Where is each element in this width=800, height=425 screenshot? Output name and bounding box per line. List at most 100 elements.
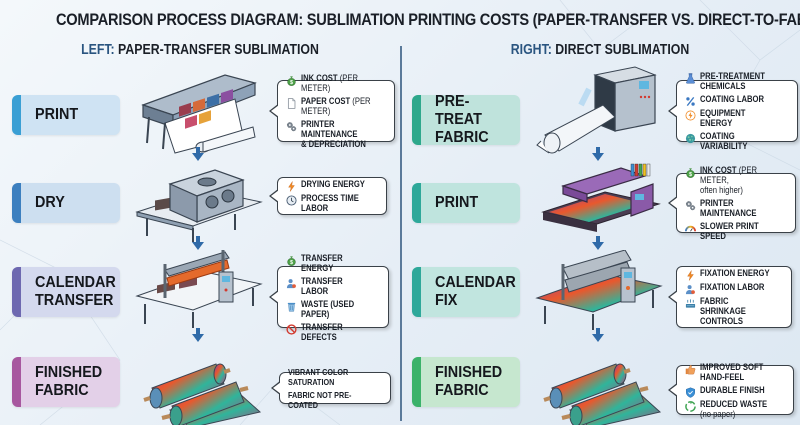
cost-item-note: (no paper) <box>700 408 736 419</box>
cost-item: REDUCED WASTE (no paper) <box>685 399 785 419</box>
shrink-icon <box>685 296 696 308</box>
paper-icon <box>286 96 297 109</box>
cost-item-text: INK COST (PER METER) <box>301 73 373 93</box>
step-label-text: FINISHED FABRIC <box>435 364 503 399</box>
cost-item-label: IMPROVED SOFT HAND-FEEL <box>700 361 764 382</box>
worker-icon <box>286 276 297 288</box>
cost-item-text: WASTE (USED PAPER) <box>301 299 368 319</box>
cost-item-text: DURABLE FINISH <box>700 385 765 395</box>
gears-icon <box>685 198 696 211</box>
cost-item-label: COATING LABOR <box>700 94 765 104</box>
worker-icon <box>685 282 696 295</box>
cost-item-text: PAPER COST (PER METER) <box>301 96 373 116</box>
step-label-text: CALENDAR FIX <box>435 274 516 309</box>
money-bag-icon: $ <box>286 73 297 86</box>
cost-item-label: DRYING ENERGY <box>301 179 365 189</box>
step-label-2: DRY <box>12 183 120 223</box>
cost-item: EQUIPMENT ENERGY <box>685 108 789 128</box>
cost-item-label: PAPER COST <box>301 96 351 106</box>
step-label-text: PRE-TREAT FABRIC <box>435 95 489 145</box>
cost-item-label: PROCESS TIME LABOR <box>301 193 359 213</box>
cost-item-text: COATING LABOR <box>700 94 764 104</box>
cost-item-label: TRANSFER LABOR <box>301 275 343 296</box>
trash-icon <box>286 299 297 311</box>
cost-item-label: WASTE (USED PAPER) <box>301 298 355 319</box>
cost-item: PRINTER MAINTENANCE & DEPRECIATION <box>286 119 386 149</box>
cost-item-label: INK COST <box>700 165 737 175</box>
bacteria-icon <box>685 131 696 144</box>
step-label-4: FINISHED FABRIC <box>412 357 520 407</box>
cost-item: SLOWER PRINT SPEED <box>685 221 787 241</box>
step-label-text: PRINT <box>435 194 479 211</box>
cost-item-text: FABRIC NOT PRE-COATED <box>288 390 368 410</box>
conveyor-dryer-illustration <box>135 162 265 247</box>
cost-item-label: TRANSFER DEFECTS <box>301 321 343 342</box>
cost-item-text: SLOWER PRINT SPEED <box>700 221 774 241</box>
fabric-rolls-illustration <box>540 350 670 425</box>
column-divider <box>400 46 402 421</box>
coating-machine-illustration <box>535 65 665 160</box>
cost-item-label: PRE-TREATMENT CHEMICALS <box>700 71 765 91</box>
cost-item-label: DURABLE FINISH <box>700 384 765 395</box>
cost-item-text: COATING VARIABILITY <box>700 131 776 151</box>
calendar-fixation-illustration <box>535 249 665 335</box>
cost-item-text: TRANSFER ENERGY <box>301 253 368 273</box>
cost-item-text: PRE-TREATMENT CHEMICALS <box>700 71 776 91</box>
svg-text:$: $ <box>689 172 692 178</box>
step-label-4: FINISHED FABRIC <box>12 357 120 407</box>
cost-callout-4: IMPROVED SOFT HAND-FEEL DURABLE FINISH RED… <box>668 362 794 419</box>
cost-item: FIXATION LABOR <box>685 282 783 295</box>
left-header-prefix: LEFT: <box>81 42 115 58</box>
cost-item-note: (PER METER, often higher) <box>700 165 757 195</box>
cost-item-label: FABRIC SHRINKAGE CONTROLS <box>700 296 746 326</box>
cost-item: PRE-TREATMENT CHEMICALS <box>685 71 789 91</box>
cost-item: FABRIC SHRINKAGE CONTROLS <box>685 296 783 326</box>
direct-fabric-printer-illustration <box>535 162 665 252</box>
step-label-text: CALENDAR TRANSFER <box>35 274 116 309</box>
speedometer-icon <box>685 221 696 232</box>
cost-item: COATING VARIABILITY <box>685 131 789 151</box>
cost-item: $ TRANSFER ENERGY <box>286 253 380 273</box>
cost-item-text: IMPROVED SOFT HAND-FEEL <box>700 362 772 382</box>
cost-item: DURABLE FINISH <box>685 385 785 398</box>
cost-item-text: REDUCED WASTE (no paper) <box>700 399 772 419</box>
cost-item: PAPER COST (PER METER) <box>286 96 386 116</box>
cost-item: COATING LABOR <box>685 94 789 107</box>
cost-item-text: EQUIPMENT ENERGY <box>700 108 776 128</box>
flask-icon <box>685 71 696 84</box>
cost-item-note: (PER METER) <box>301 96 371 116</box>
cost-item-label: COATING VARIABILITY <box>700 131 748 151</box>
flow-arrow-down-icon <box>192 147 204 161</box>
left-header-text: PAPER-TRANSFER SUBLIMATION <box>118 42 319 58</box>
cost-item-label: TRANSFER ENERGY <box>301 252 343 273</box>
cost-item-text: TRANSFER LABOR <box>301 276 368 296</box>
cost-item: TRANSFER LABOR <box>286 276 380 296</box>
cost-item: VIBRANT COLOR SATURATION <box>288 367 382 387</box>
clock-icon <box>286 193 297 206</box>
step-label-1: PRE-TREAT FABRIC <box>412 95 520 145</box>
cost-item-text: PRINTER MAINTENANCE <box>700 198 774 218</box>
cost-item-text: VIBRANT COLOR SATURATION <box>288 367 368 387</box>
cost-item-label: EQUIPMENT ENERGY <box>700 108 746 128</box>
cost-item-label: FABRIC NOT PRE-COATED <box>288 389 352 410</box>
calendar-heat-press-illustration <box>135 250 265 335</box>
flow-arrow-down-icon <box>592 236 604 250</box>
step-label-text: DRY <box>35 194 65 211</box>
cost-item: $ INK COST (PER METER, often higher) <box>685 165 787 195</box>
cost-item: FABRIC NOT PRE-COATED <box>288 390 382 410</box>
flow-arrow-down-icon <box>592 147 604 161</box>
cost-item-label: FIXATION LABOR <box>700 282 765 292</box>
diagram-title: COMPARISON PROCESS DIAGRAM: SUBLIMATION … <box>56 10 800 29</box>
lightning-icon <box>286 179 297 192</box>
cost-item: FIXATION ENERGY <box>685 268 783 281</box>
cost-item: $ INK COST (PER METER) <box>286 73 386 93</box>
cost-callout-2: $ INK COST (PER METER, often higher) PRINT… <box>668 165 796 241</box>
shield-icon <box>685 385 696 398</box>
cost-item: PROCESS TIME LABOR <box>286 193 378 213</box>
cost-item-note: (PER METER) <box>301 73 358 93</box>
cost-item-text: DRYING ENERGY <box>301 179 365 189</box>
money-bag-icon: $ <box>286 253 297 266</box>
